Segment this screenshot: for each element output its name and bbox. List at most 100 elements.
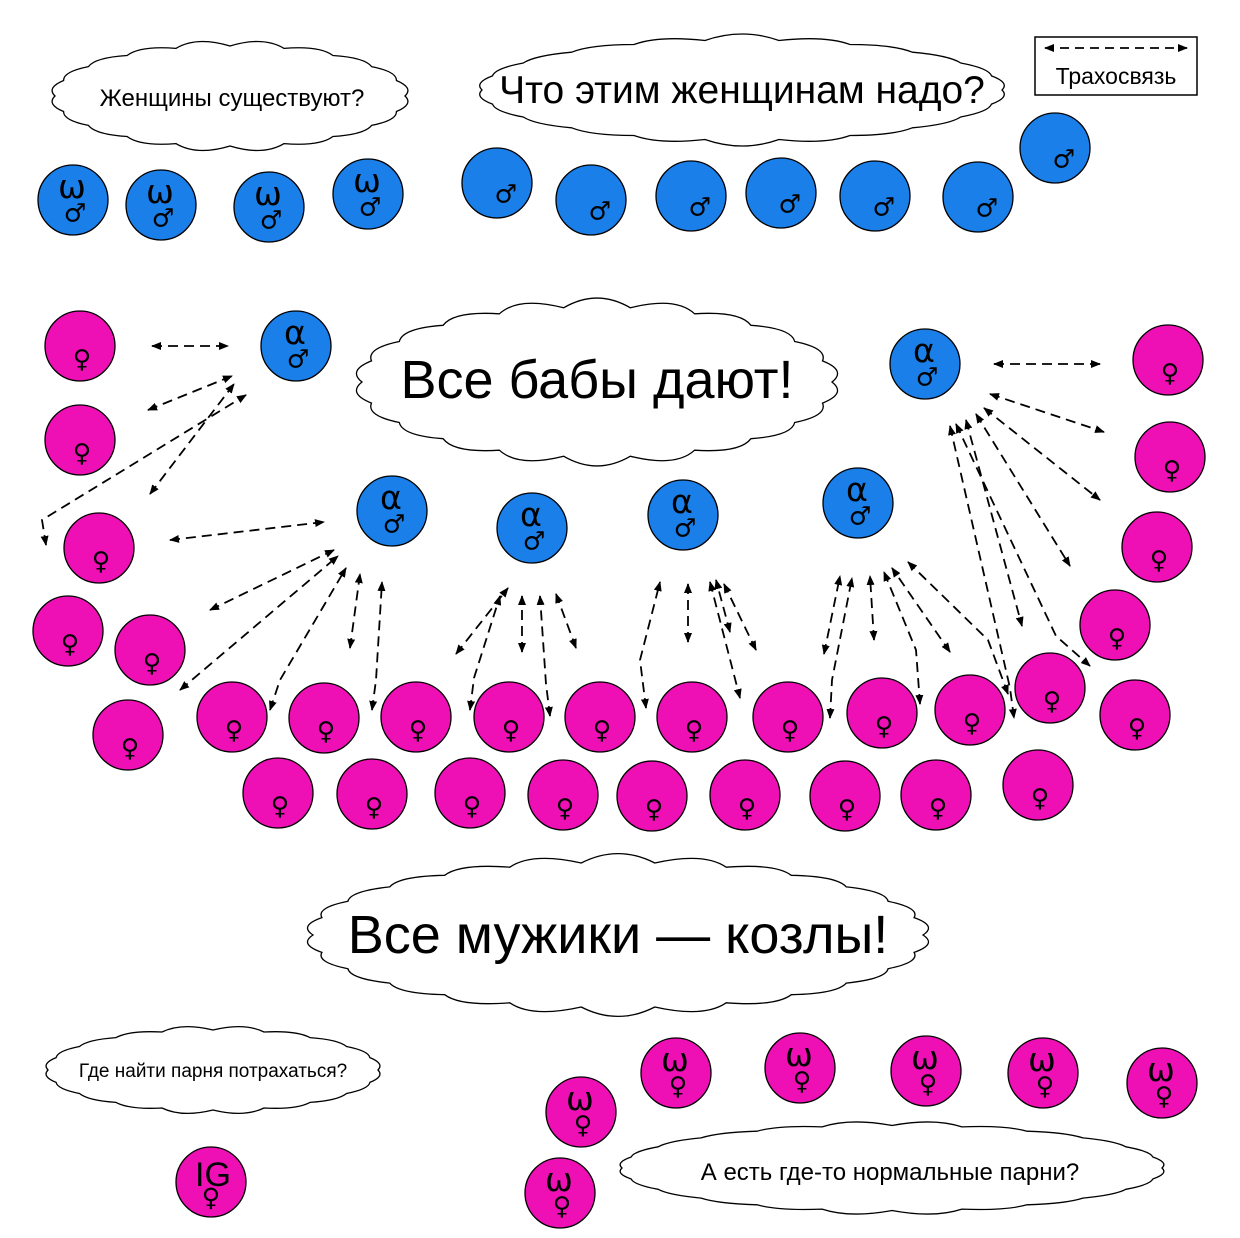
beta-male-5-sex-glyph: ♂	[872, 192, 895, 221]
omega-male-4: ω♂	[332, 158, 404, 230]
beta-female-20-disc	[434, 757, 506, 829]
omega-female-5-sex-glyph: ♀	[1155, 1082, 1173, 1111]
speech-omega-females: А есть где-то нормальные парни?	[701, 1159, 1079, 1186]
alpha-male-6-disc	[822, 467, 894, 539]
omega-male-3-disc	[233, 171, 305, 243]
beta-male-7-sex-glyph: ♂	[1052, 144, 1075, 173]
beta-female-17-sex-glyph: ♀	[1128, 714, 1146, 743]
relation-arrow-26	[714, 579, 732, 633]
relation-arrow-14	[179, 555, 339, 691]
beta-female-24-disc	[809, 760, 881, 832]
omega-female-6-omega-glyph: ω	[566, 1079, 594, 1118]
omega-female-1-disc	[640, 1037, 712, 1109]
beta-female-18: ♀	[242, 757, 314, 829]
relation-arrow-22	[555, 593, 577, 649]
beta-female-5: ♀	[114, 614, 186, 686]
beta-female-21-sex-glyph: ♀	[556, 794, 574, 823]
beta-female-23-disc	[709, 759, 781, 831]
beta-female-15: ♀	[934, 674, 1006, 746]
beta-female-12-sex-glyph: ♀	[685, 716, 703, 745]
beta-female-9-sex-glyph: ♀	[409, 716, 427, 745]
beta-female-11-disc	[564, 681, 636, 753]
omega-male-2-omega-glyph: ω	[146, 172, 174, 211]
omega-male-4-disc	[332, 158, 404, 230]
beta-female-4: ♀	[32, 595, 104, 667]
beta-female-11: ♀	[564, 681, 636, 753]
beta-female-2-disc	[44, 404, 116, 476]
relation-arrow-30	[866, 575, 878, 641]
relation-arrow-27	[723, 583, 757, 651]
ig-female-sex-glyph: ♀	[202, 1183, 220, 1212]
cloud-omega-males	[51, 40, 409, 152]
omega-male-4-sex-glyph: ♂	[359, 193, 382, 222]
relation-arrow-16	[347, 573, 363, 649]
alpha-male-6: α♂	[822, 467, 894, 539]
omega-female-1-sex-glyph: ♀	[669, 1072, 687, 1101]
beta-male-1-sex-glyph: ♂	[494, 179, 517, 208]
beta-female-8-disc	[288, 682, 360, 754]
beta-female-19: ♀	[336, 758, 408, 830]
alpha-male-3-alpha-glyph: α	[380, 478, 402, 517]
omega-male-1-sex-glyph: ♂	[64, 199, 87, 228]
cloud-ig-female	[45, 1026, 381, 1114]
beta-male-7: ♂	[1019, 112, 1091, 184]
beta-female-14: ♀	[846, 677, 918, 749]
relation-arrow-13	[209, 549, 335, 611]
beta-female-10-disc	[473, 681, 545, 753]
beta-female-16-disc	[1014, 652, 1086, 724]
alpha-male-3-sex-glyph: ♂	[383, 510, 406, 539]
omega-male-2-disc	[125, 169, 197, 241]
beta-female-15-sex-glyph: ♀	[963, 709, 981, 738]
beta-male-5: ♂	[839, 160, 911, 232]
omega-female-5-disc	[1126, 1047, 1198, 1119]
omega-female-7-omega-glyph: ω	[545, 1160, 573, 1199]
beta-female-1: ♀	[44, 310, 116, 382]
relation-arrow-9	[964, 419, 1024, 627]
beta-female-19-sex-glyph: ♀	[365, 793, 383, 822]
beta-female-23-sex-glyph: ♀	[738, 794, 756, 823]
beta-female-28-sex-glyph: ♀	[1163, 456, 1181, 485]
relation-arrow-15	[269, 567, 347, 711]
beta-male-2-sex-glyph: ♂	[588, 196, 611, 225]
ig-female: IG♀	[175, 1146, 247, 1218]
relation-arrow-28	[821, 575, 843, 655]
ig-badge-text: IG	[195, 1156, 231, 1194]
beta-female-27: ♀	[1132, 324, 1204, 396]
alpha-male-3-disc	[356, 475, 428, 547]
relation-arrow-3	[149, 383, 235, 495]
beta-female-20: ♀	[434, 757, 506, 829]
cloud-beta-females	[306, 853, 930, 1017]
alpha-male-2-sex-glyph: ♂	[916, 363, 939, 392]
beta-male-4: ♂	[745, 157, 817, 229]
beta-female-5-sex-glyph: ♀	[143, 649, 161, 678]
beta-female-13: ♀	[752, 681, 824, 753]
relation-arrow-33	[907, 561, 1009, 695]
beta-female-2: ♀	[44, 404, 116, 476]
beta-female-25: ♀	[900, 759, 972, 831]
beta-female-4-sex-glyph: ♀	[61, 630, 79, 659]
alpha-male-2-disc	[889, 328, 961, 400]
beta-female-16: ♀	[1014, 652, 1086, 724]
relation-arrow-10	[955, 423, 1091, 667]
omega-female-3-omega-glyph: ω	[911, 1038, 939, 1077]
omega-female-2-sex-glyph: ♀	[793, 1067, 811, 1096]
speech-ig-female: Где найти парня потрахаться?	[79, 1061, 347, 1082]
beta-female-14-sex-glyph: ♀	[875, 712, 893, 741]
speech-alpha-males: Все бабы дают!	[400, 350, 793, 410]
omega-female-4: ω♀	[1007, 1037, 1079, 1109]
beta-female-22-disc	[616, 760, 688, 832]
omega-female-4-omega-glyph: ω	[1028, 1040, 1056, 1079]
beta-female-14-disc	[846, 677, 918, 749]
beta-male-3-sex-glyph: ♂	[688, 192, 711, 221]
beta-female-9-disc	[380, 681, 452, 753]
beta-female-30: ♀	[1079, 589, 1151, 661]
speech-beta-females: Все мужики — козлы!	[348, 905, 889, 965]
relation-arrow-29	[826, 577, 855, 719]
beta-female-10: ♀	[473, 681, 545, 753]
relation-arrow-6	[989, 393, 1105, 433]
beta-male-2-disc	[555, 164, 627, 236]
omega-female-7-sex-glyph: ♀	[553, 1192, 571, 1221]
beta-female-12-disc	[656, 681, 728, 753]
beta-female-5-disc	[114, 614, 186, 686]
beta-male-7-disc	[1019, 112, 1091, 184]
